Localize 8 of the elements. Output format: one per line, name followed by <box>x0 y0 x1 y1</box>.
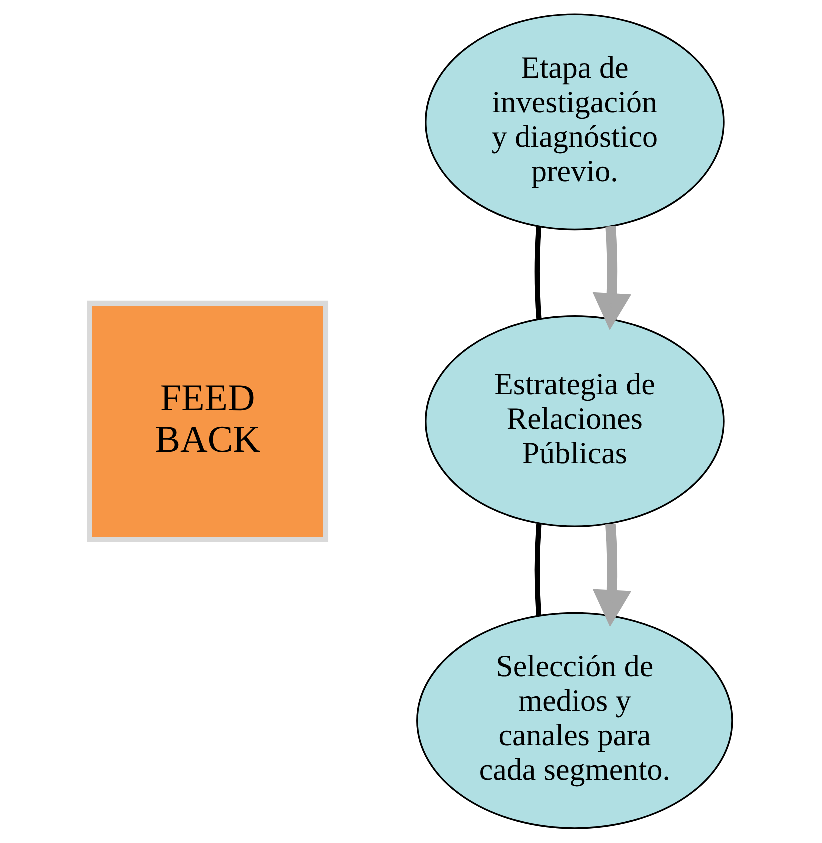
node-ellipse: Etapa de investigación y diagnóstico previo. <box>425 14 725 231</box>
connector <box>534 226 542 320</box>
arrow <box>592 226 632 330</box>
node-box: FEED BACK <box>87 300 329 542</box>
arrow <box>592 524 632 628</box>
connector <box>534 524 542 616</box>
node-ellipse: Estrategia de Relaciones Públicas <box>425 316 725 528</box>
node-ellipse: Selección de medios y canales para cada segmento. <box>416 612 734 830</box>
